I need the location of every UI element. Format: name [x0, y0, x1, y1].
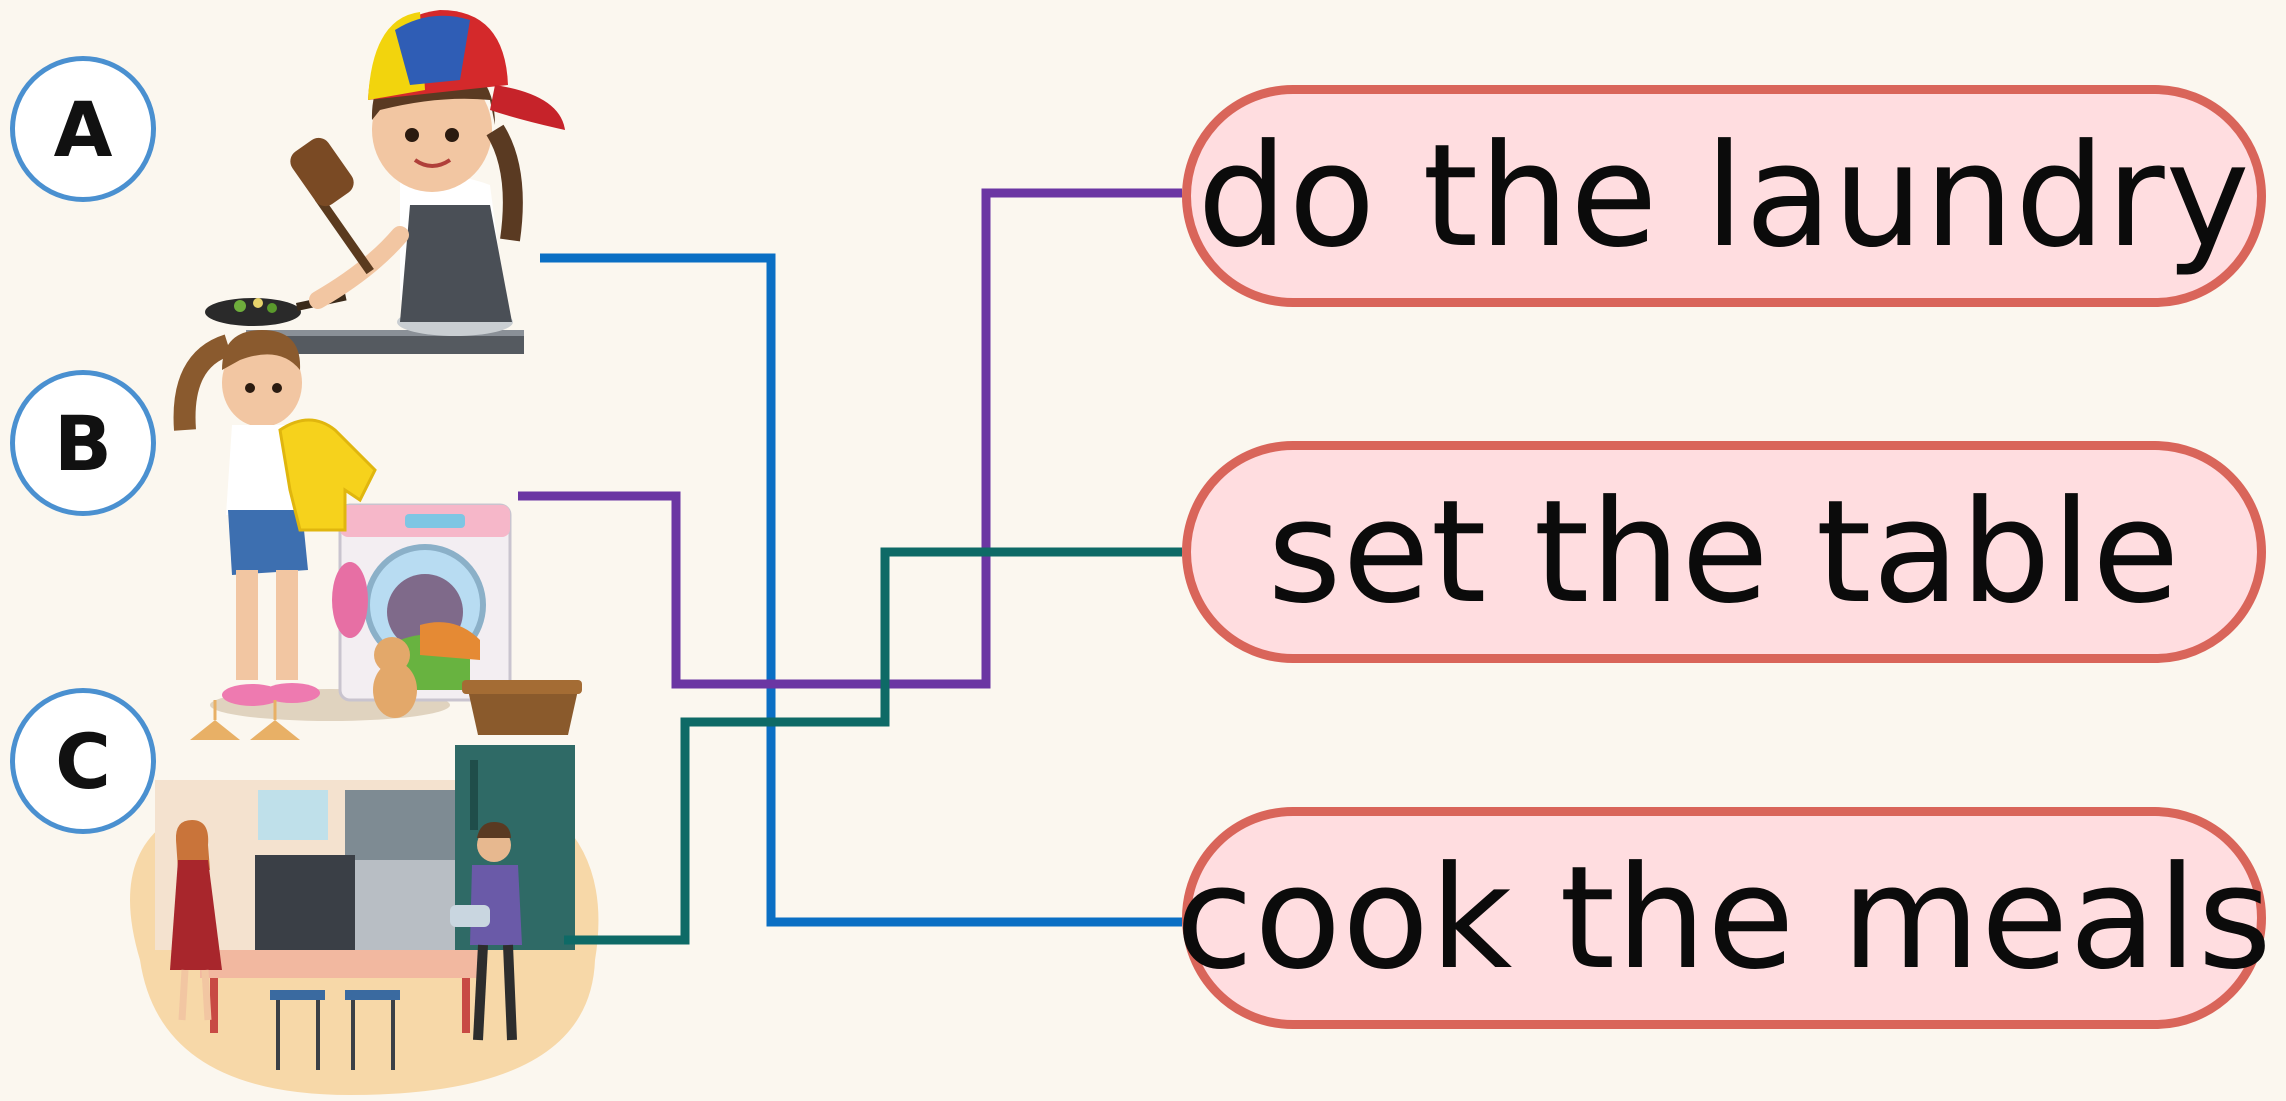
phrase-cook-the-meals[interactable]: cook the meals	[1175, 807, 2272, 1029]
label-b-circle: B	[10, 370, 156, 516]
connector-b-to-laundry	[518, 188, 1182, 689]
girl-laundry-illustration	[173, 330, 582, 735]
phrase-table-text: set the table	[1267, 469, 2181, 635]
phrase-meals-text: cook the meals	[1175, 835, 2273, 1001]
label-a-circle: A	[10, 56, 156, 202]
phrase-do-the-laundry[interactable]: do the laundry	[1182, 85, 2266, 307]
label-c-circle: C	[10, 688, 156, 834]
connector-a-to-meals	[540, 253, 1182, 927]
kitchen-table-illustration	[130, 700, 599, 1095]
connector-c-to-table	[564, 547, 1182, 945]
phrase-set-the-table[interactable]: set the table	[1182, 441, 2266, 663]
phrase-laundry-text: do the laundry	[1197, 113, 2251, 279]
